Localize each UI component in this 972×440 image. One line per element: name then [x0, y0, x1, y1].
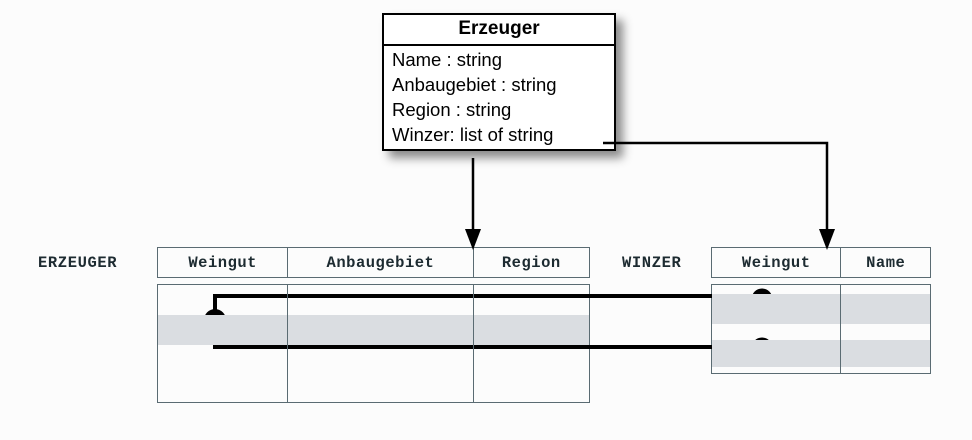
winzer-arrow-icon: [603, 141, 835, 250]
table-label-erzeuger: ERZEUGER: [38, 254, 118, 272]
uml-attribute: Anbaugebiet : string: [392, 74, 557, 95]
column-header-anbaugebiet[interactable]: Anbaugebiet: [288, 248, 474, 277]
column-header-weingut[interactable]: Weingut: [158, 248, 289, 277]
column-header-name[interactable]: Name: [866, 253, 906, 272]
uml-attribute: Region : string: [392, 99, 512, 120]
erzeuger-arrow-icon: [465, 158, 481, 250]
uml-class-name: Erzeuger: [384, 15, 614, 46]
uml-attribute: Winzer: list of string: [392, 124, 554, 145]
column-dividers-winzer: [712, 285, 930, 373]
table-header-erzeuger: Weingut Anbaugebiet Region: [157, 247, 590, 278]
table-body-winzer: [711, 284, 931, 374]
uml-class-box-erzeuger[interactable]: Erzeuger Name : string Anbaugebiet : str…: [382, 13, 616, 151]
uml-attribute-list: Name : string Anbaugebiet : string Regio…: [384, 46, 614, 149]
table-header-winzer: Weingut Name: [711, 247, 931, 278]
column-dividers-erzeuger: [158, 285, 589, 402]
table-body-erzeuger: [157, 284, 590, 403]
column-header-region[interactable]: Region: [501, 253, 561, 272]
uml-attribute: Name : string: [392, 49, 503, 70]
column-header-weingut[interactable]: Weingut: [712, 248, 842, 277]
table-label-winzer: WINZER: [622, 254, 682, 272]
